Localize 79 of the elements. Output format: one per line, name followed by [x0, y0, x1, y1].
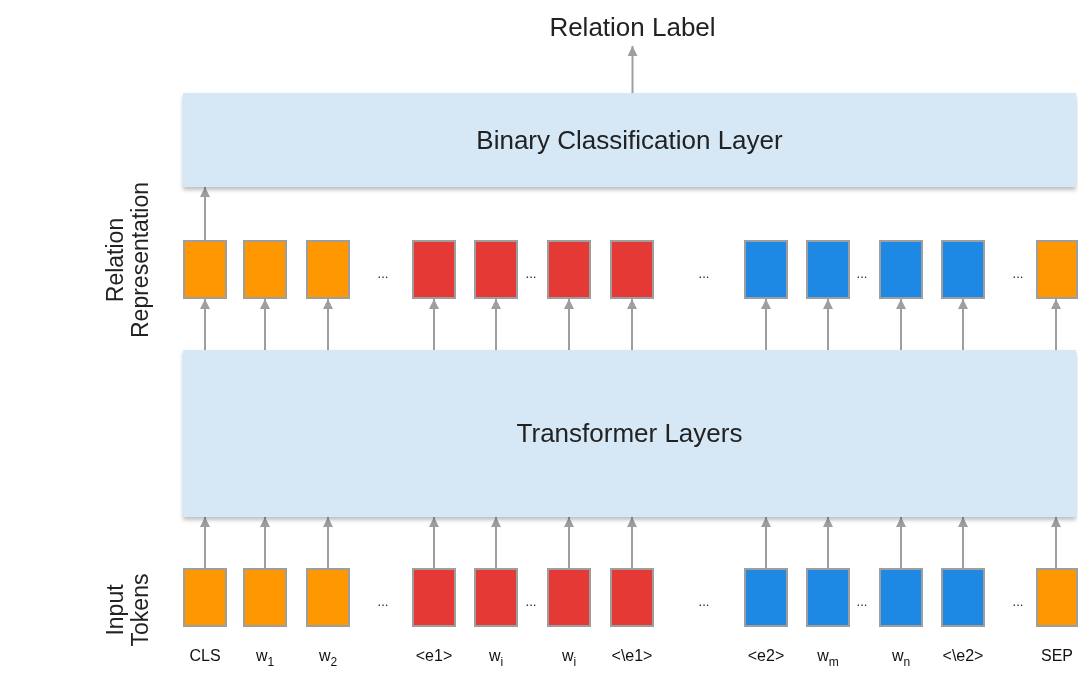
axis-label: Input Tokens [102, 572, 154, 649]
arrow [260, 298, 270, 351]
arrow [627, 298, 637, 351]
ellipsis: ... [856, 265, 868, 281]
arrow [200, 186, 210, 241]
token-label: w$_{i}$ [560, 647, 578, 669]
arrow [1051, 298, 1061, 351]
arrow [896, 516, 906, 569]
token-box [941, 240, 985, 299]
token-box [744, 568, 788, 627]
token-box [879, 568, 923, 627]
arrow [823, 516, 833, 569]
arrow [958, 516, 968, 569]
arrow [200, 298, 210, 351]
token-label: SEP [1040, 647, 1074, 665]
token-box [1036, 568, 1078, 627]
axis-label: Relation Representation [102, 181, 154, 340]
token-label: CLS [188, 647, 222, 665]
token-label: w$_{1}$ [254, 647, 276, 669]
ellipsis: ... [1012, 265, 1024, 281]
token-box [610, 568, 654, 627]
token-box [744, 240, 788, 299]
arrow [1051, 516, 1061, 569]
ellipsis: ... [1012, 593, 1024, 609]
token-label: w$_{m}$ [816, 647, 840, 669]
arrow [200, 516, 210, 569]
token-box [879, 240, 923, 299]
ellipsis: ... [377, 593, 389, 609]
arrow [323, 298, 333, 351]
ellipsis: ... [698, 593, 710, 609]
arrow [323, 516, 333, 569]
token-box [306, 240, 350, 299]
layer-label: Transformer Layers [516, 418, 743, 449]
arrow [491, 298, 501, 351]
ellipsis: ... [525, 593, 537, 609]
layer-band [183, 93, 1076, 187]
arrow [260, 516, 270, 569]
arrow [761, 516, 771, 569]
token-box [547, 568, 591, 627]
arrow [823, 298, 833, 351]
token-box [243, 240, 287, 299]
arrow [761, 298, 771, 351]
token-box [412, 568, 456, 627]
layer-label: Binary Classification Layer [476, 124, 783, 156]
token-box [183, 240, 227, 299]
token-label: w$_{i}$ [487, 647, 505, 669]
token-box [941, 568, 985, 627]
token-box [547, 240, 591, 299]
ellipsis: ... [698, 265, 710, 281]
output-label: Relation Label [549, 11, 716, 43]
token-box [474, 568, 518, 627]
arrow [627, 45, 638, 94]
arrow [564, 298, 574, 351]
layer-band [183, 350, 1076, 517]
token-box [474, 240, 518, 299]
arrow [958, 298, 968, 351]
arrow [429, 516, 439, 569]
token-box [183, 568, 227, 627]
arrow [491, 516, 501, 569]
arrow [896, 298, 906, 351]
arrow [627, 516, 637, 569]
arrow [564, 516, 574, 569]
arrow [429, 298, 439, 351]
token-box [806, 568, 850, 627]
token-box [610, 240, 654, 299]
token-box [806, 240, 850, 299]
token-label: w$_{2}$ [317, 647, 339, 669]
ellipsis: ... [525, 265, 537, 281]
token-label: <e1> [414, 647, 454, 665]
token-label: <\e2> [941, 647, 985, 665]
token-box [306, 568, 350, 627]
token-label: w$_{n}$ [890, 647, 912, 669]
ellipsis: ... [856, 593, 868, 609]
token-box [1036, 240, 1078, 299]
token-box [412, 240, 456, 299]
token-label: <\e1> [610, 647, 654, 665]
token-label: <e2> [746, 647, 786, 665]
token-box [243, 568, 287, 627]
ellipsis: ... [377, 265, 389, 281]
